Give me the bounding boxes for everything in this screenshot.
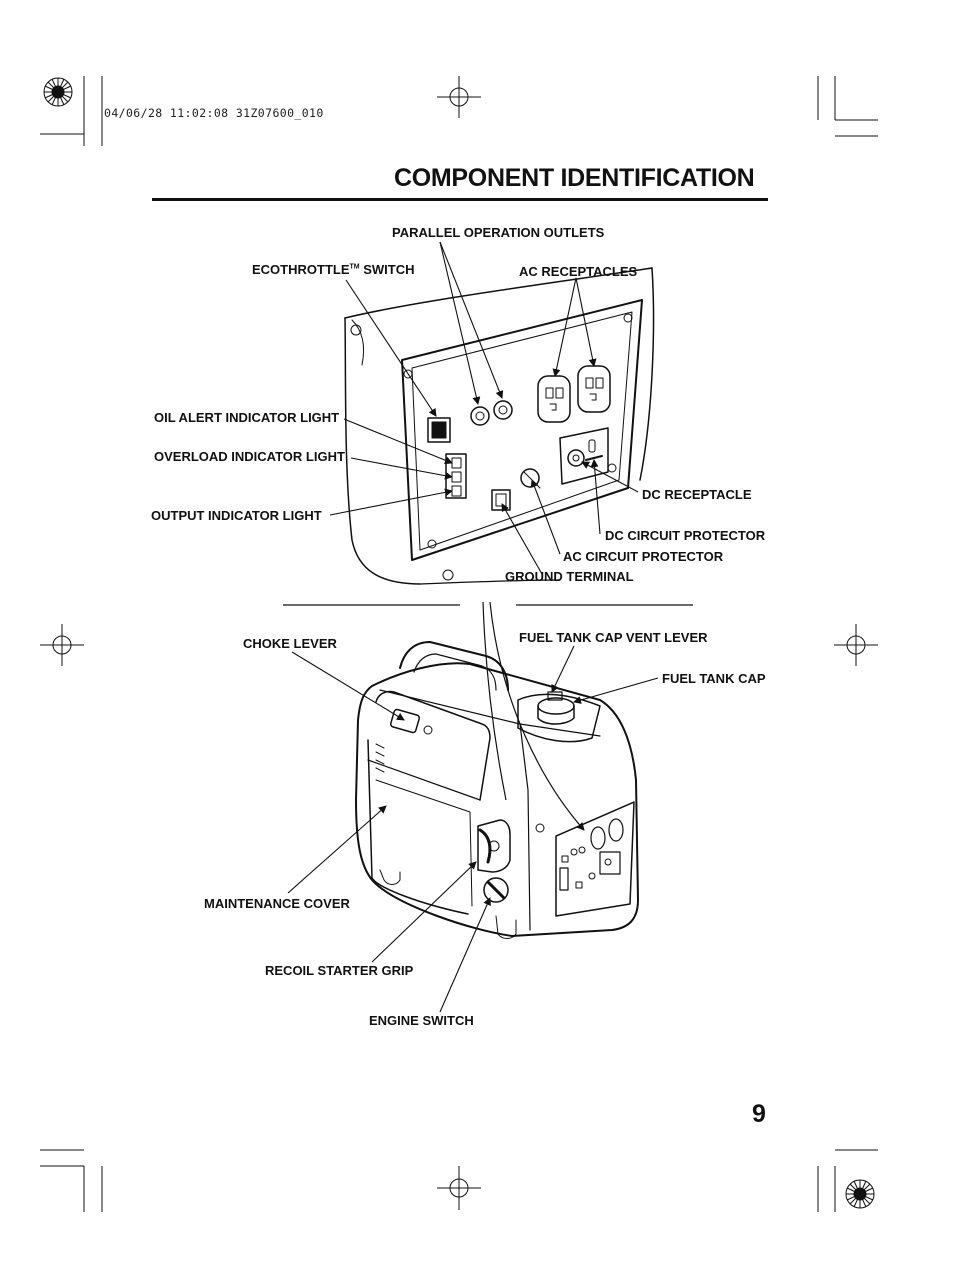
label-maintenance-cover: MAINTENANCE COVER bbox=[204, 896, 350, 911]
label-ecothrottle-text: ECOTHROTTLE bbox=[252, 262, 350, 277]
label-parallel-operation-outlets: PARALLEL OPERATION OUTLETS bbox=[392, 225, 605, 240]
label-choke-lever: CHOKE LEVER bbox=[243, 636, 337, 651]
label-engine-switch: ENGINE SWITCH bbox=[369, 1013, 474, 1028]
label-ac-circuit-protector: AC CIRCUIT PROTECTOR bbox=[563, 549, 724, 564]
page-number: 9 bbox=[752, 1100, 766, 1128]
label-output-indicator-light: OUTPUT INDICATOR LIGHT bbox=[151, 508, 322, 523]
zoom-connector bbox=[482, 601, 585, 831]
label-fuel-tank-cap: FUEL TANK CAP bbox=[662, 671, 766, 686]
print-timestamp: 04/06/28 11:02:08 31Z07600_010 bbox=[104, 106, 324, 120]
label-oil-alert-indicator-light: OIL ALERT INDICATOR LIGHT bbox=[154, 410, 340, 425]
starburst-icon bbox=[43, 77, 73, 107]
label-overload-indicator-light: OVERLOAD INDICATOR LIGHT bbox=[154, 449, 345, 464]
label-switch-text: SWITCH bbox=[359, 262, 415, 277]
label-ground-terminal: GROUND TERMINAL bbox=[505, 569, 634, 584]
label-ecothrottle-switch: ECOTHROTTLETM SWITCH bbox=[252, 262, 415, 277]
page-title: COMPONENT IDENTIFICATION bbox=[394, 164, 755, 192]
starburst-icon bbox=[845, 1179, 875, 1209]
leader-lines bbox=[287, 241, 659, 1013]
control-panel-drawing bbox=[344, 267, 655, 585]
registration-marks bbox=[40, 76, 878, 1212]
label-ac-receptacles: AC RECEPTACLES bbox=[519, 264, 638, 279]
label-fuel-tank-cap-vent-lever: FUEL TANK CAP VENT LEVER bbox=[519, 630, 708, 645]
generator-drawing bbox=[355, 641, 639, 939]
label-recoil-starter-grip: RECOIL STARTER GRIP bbox=[265, 963, 414, 978]
label-dc-receptacle: DC RECEPTACLE bbox=[642, 487, 752, 502]
trademark-mark: TM bbox=[349, 263, 360, 271]
label-dc-circuit-protector: DC CIRCUIT PROTECTOR bbox=[605, 528, 766, 543]
title-rule bbox=[152, 198, 768, 201]
